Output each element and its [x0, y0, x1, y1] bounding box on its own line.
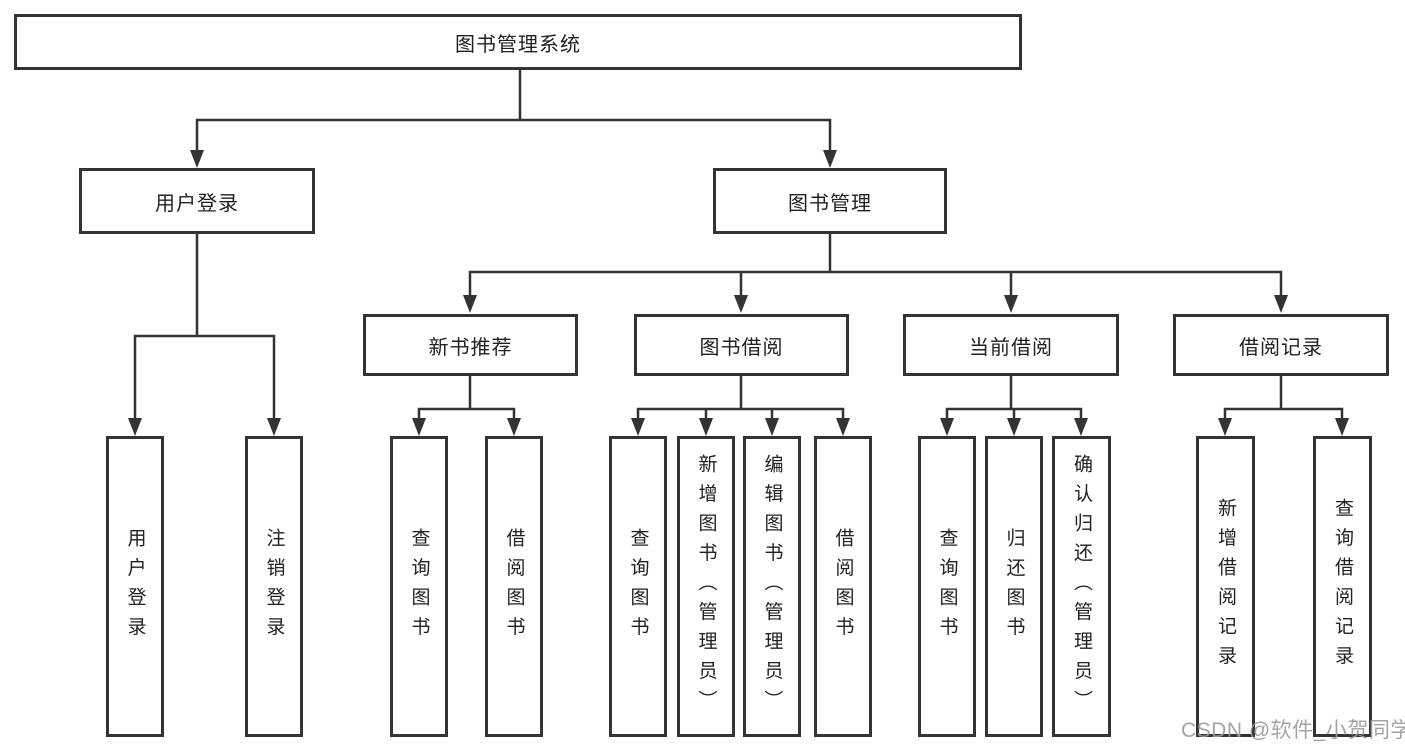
leaf-query-books-recommend: 查询图书 — [390, 436, 448, 737]
leaf-add-books-admin: 新增图书（管理员） — [677, 436, 735, 737]
node-current-borrow-label: 当前借阅 — [969, 336, 1053, 359]
leaf-add-borrow-record: 新增借阅记录 — [1196, 436, 1255, 737]
node-book-management-label: 图书管理 — [788, 192, 872, 215]
leaf-confirm-return-admin: 确认归还（管理员） — [1052, 436, 1111, 737]
leaf-borrow-books: 借阅图书 — [814, 436, 872, 737]
csdn-watermark: CSDN @软件_小贺同学 — [1181, 719, 1405, 742]
node-root-label: 图书管理系统 — [455, 33, 581, 56]
leaf-borrow-books-recommend: 借阅图书 — [485, 436, 543, 737]
leaf-query-books-current: 查询图书 — [918, 436, 976, 737]
leaf-query-books-borrow: 查询图书 — [609, 436, 667, 737]
node-new-book-recommend-label: 新书推荐 — [428, 336, 513, 359]
node-book-borrow: 图书借阅 — [634, 314, 849, 376]
leaf-return-books: 归还图书 — [985, 436, 1043, 737]
node-user-login-label: 用户登录 — [155, 192, 239, 215]
node-borrow-records-label: 借阅记录 — [1239, 336, 1323, 359]
node-root: 图书管理系统 — [14, 14, 1022, 70]
leaf-query-borrow-record: 查询借阅记录 — [1313, 436, 1372, 737]
leaf-logout: 注销登录 — [245, 436, 303, 737]
node-user-login: 用户登录 — [79, 168, 315, 234]
leaf-edit-books-admin: 编辑图书（管理员） — [743, 436, 801, 737]
node-current-borrow: 当前借阅 — [903, 314, 1119, 376]
node-new-book-recommend: 新书推荐 — [363, 314, 578, 376]
arrowheads — [128, 150, 1349, 436]
node-book-management: 图书管理 — [713, 168, 947, 234]
leaf-user-login: 用户登录 — [106, 436, 164, 737]
node-borrow-records: 借阅记录 — [1173, 314, 1389, 376]
node-book-borrow-label: 图书借阅 — [699, 336, 784, 359]
